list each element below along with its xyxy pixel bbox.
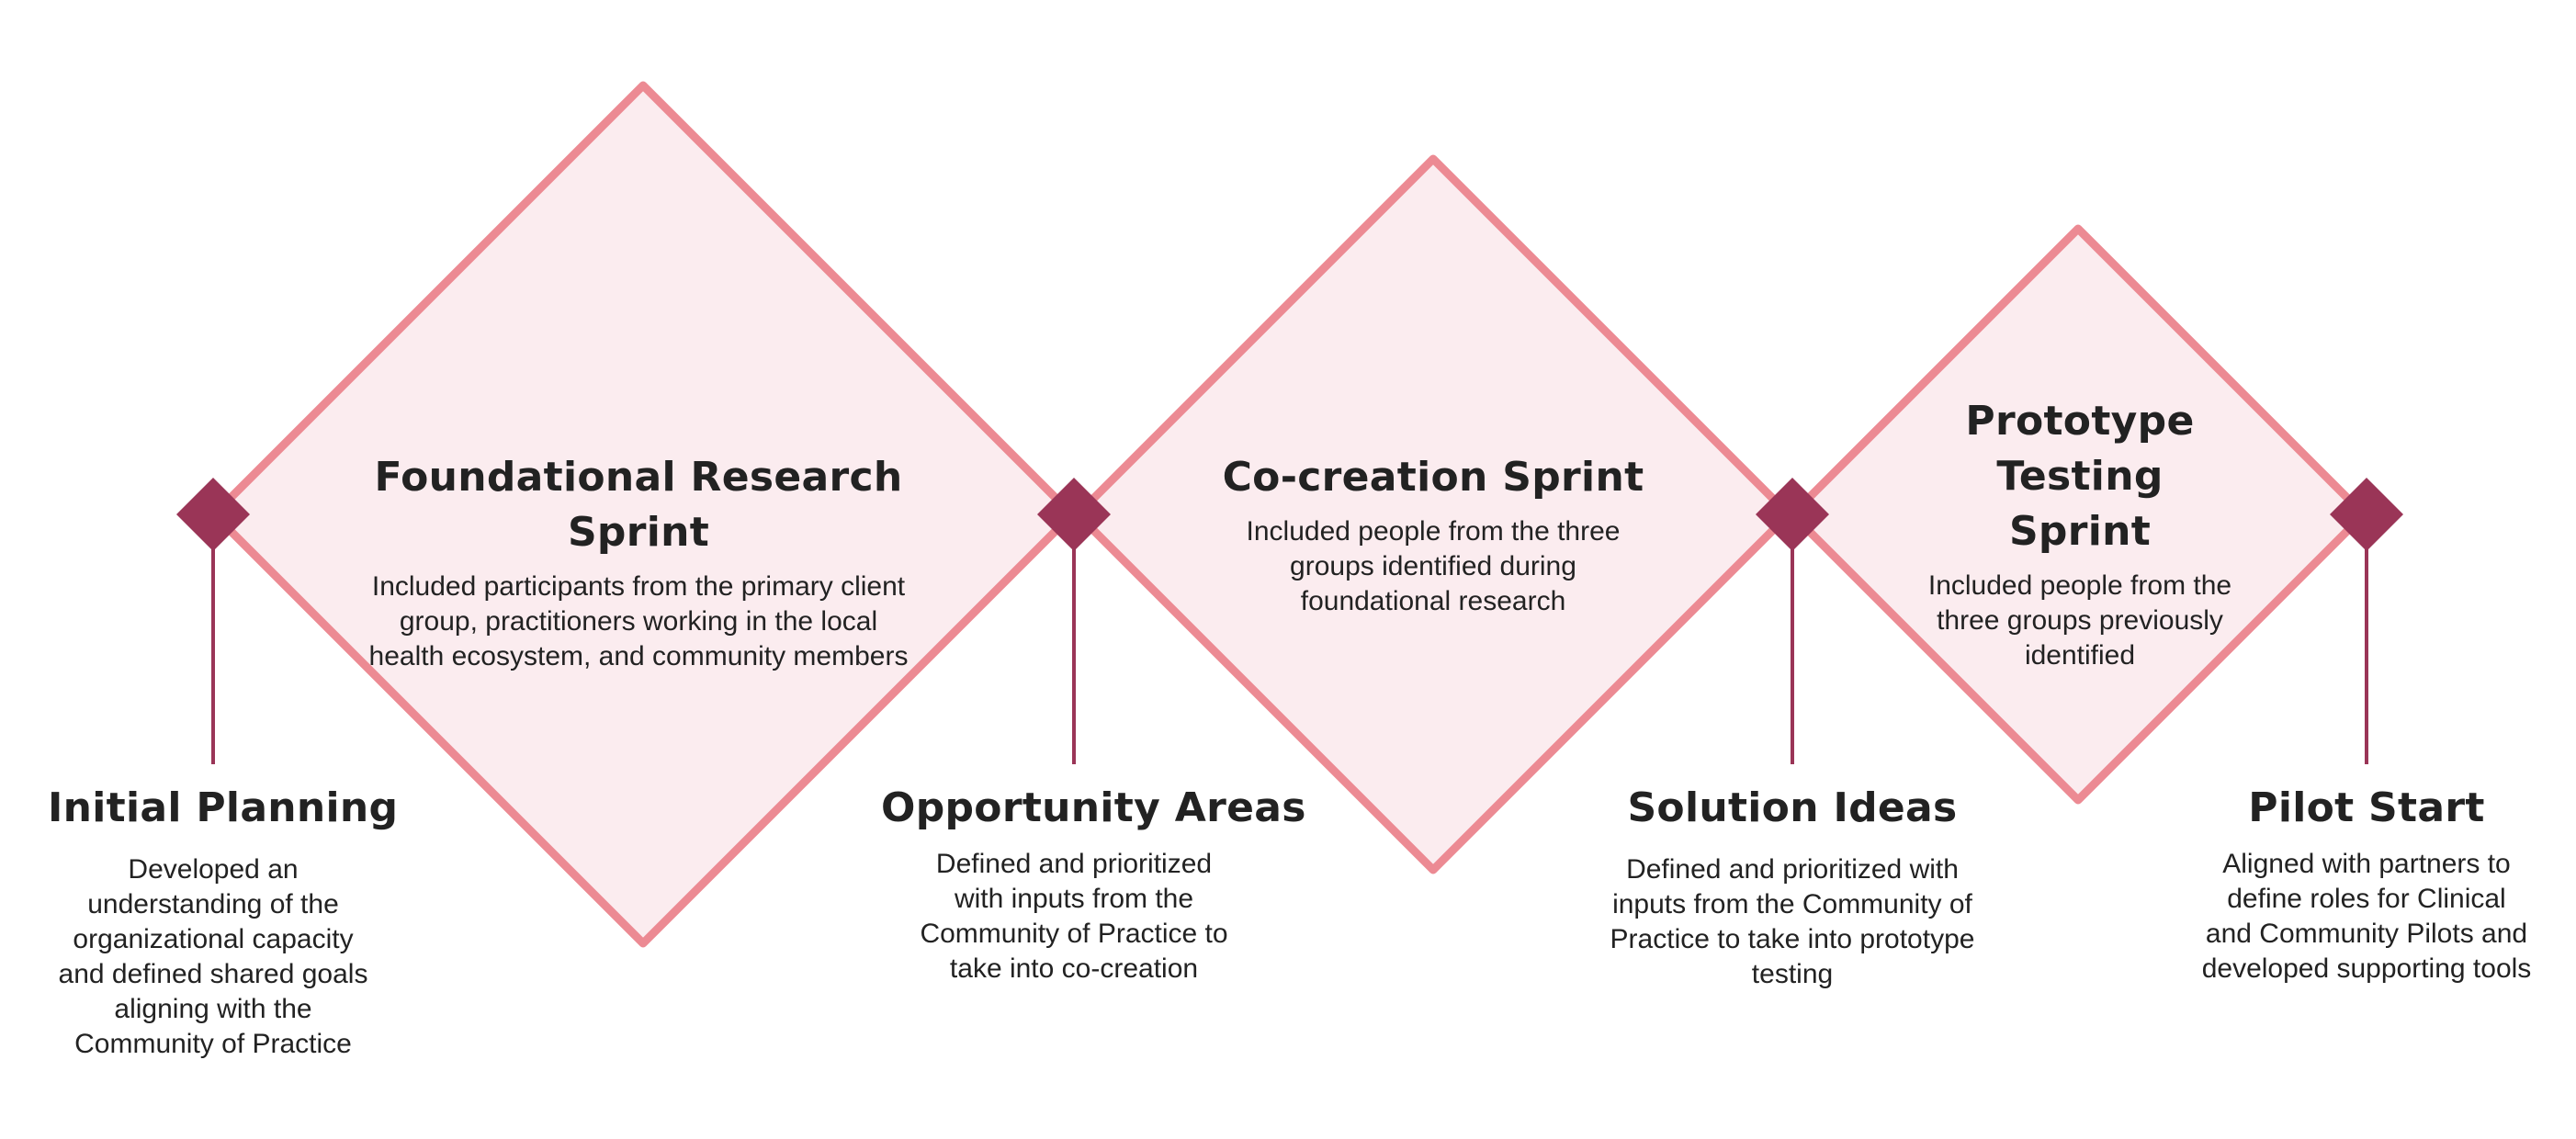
sprint-title: Prototype Testing Sprint: [1965, 398, 2195, 555]
milestone-title: Initial Planning: [48, 784, 399, 831]
milestone-marker-initial-planning: [176, 478, 250, 551]
milestone-title: Solution Ideas: [1627, 784, 1958, 831]
milestone-description: Defined and prioritized with inputs from…: [920, 849, 1228, 984]
sprint-diamond-co-creation: [1073, 154, 1793, 874]
sprint-title: Co-creation Sprint: [1222, 454, 1644, 501]
milestone-pilot-start: Pilot Start Aligned with partners to def…: [2201, 781, 2532, 987]
milestone-title: Pilot Start: [2248, 784, 2485, 831]
milestone-opportunity-areas: Opportunity Areas Defined and prioritize…: [881, 781, 1306, 987]
sprint-description: Included people from the three groups pr…: [1927, 570, 2232, 671]
milestone-title: Opportunity Areas: [881, 784, 1306, 831]
sprint-prototype-testing: Prototype Testing Sprint Included people…: [1901, 394, 2259, 673]
sprint-title: Foundational Research Sprint: [374, 454, 903, 556]
milestone-initial-planning: Initial Planning Developed an understand…: [48, 781, 399, 1062]
sprint-diamond-foundational-research: [209, 81, 1077, 948]
milestone-marker-solution-ideas: [1756, 478, 1829, 551]
sprint-description: Included participants from the primary c…: [368, 571, 909, 671]
milestone-marker-opportunity-areas: [1037, 478, 1111, 551]
milestone-description: Developed an understanding of the organi…: [58, 854, 368, 1059]
milestone-solution-ideas: Solution Ideas Defined and prioritized w…: [1599, 781, 1985, 992]
sprint-foundational-research: Foundational Research Sprint Included pa…: [363, 450, 914, 674]
milestone-marker-pilot-start: [2330, 478, 2403, 551]
sprint-diamond-prototype-testing: [1788, 224, 2368, 805]
sprint-co-creation: Co-creation Sprint Included people from …: [1217, 450, 1649, 619]
milestone-description: Defined and prioritized with inputs from…: [1610, 854, 1975, 989]
sprint-description: Included people from the three groups id…: [1246, 516, 1621, 616]
milestone-description: Aligned with partners to define roles fo…: [2201, 849, 2532, 984]
